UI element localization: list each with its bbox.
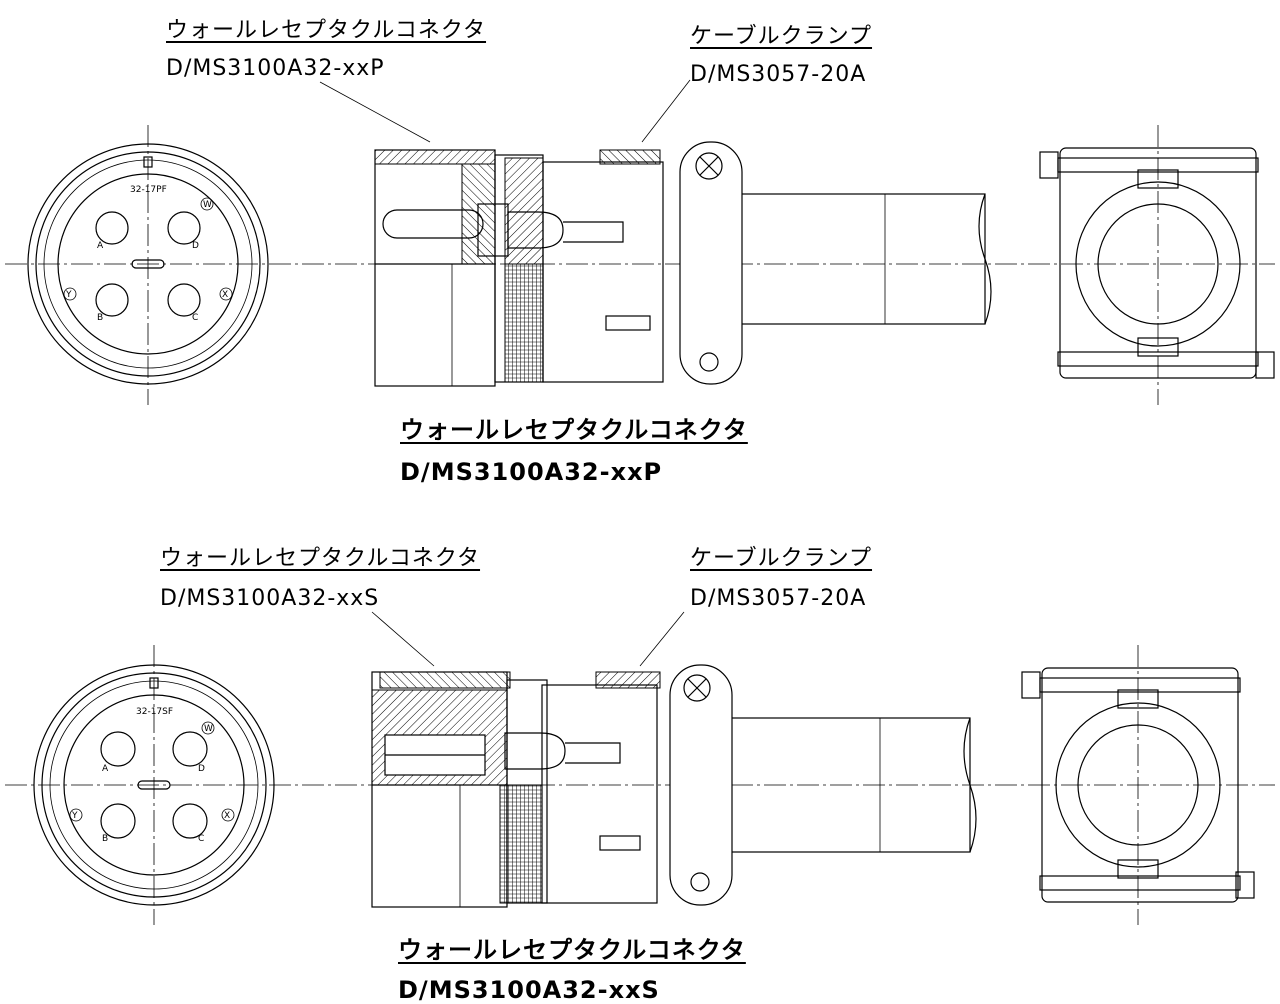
caption-part-2: D/MS3100A32-xxS xyxy=(398,976,660,1004)
pin-label-c-1: C xyxy=(192,313,198,323)
clamp-callout-part-1: D/MS3057-20A xyxy=(690,62,867,87)
cable-1 xyxy=(739,193,986,325)
clamp-callout-part-2: D/MS3057-20A xyxy=(690,586,867,611)
receptacle-callout-title-2: ウォールレセプタクルコネクタ xyxy=(160,546,481,571)
caption-title-1: ウォールレセプタクルコネクタ xyxy=(400,416,748,444)
pin-label-a-1: A xyxy=(97,241,104,251)
receptacle-callout-part-1: D/MS3100A32-xxP xyxy=(166,56,385,81)
receptacle-leader-1 xyxy=(319,81,431,143)
clamp-leader-1 xyxy=(641,79,691,143)
pin-label-a-2: A xyxy=(102,764,109,774)
backshell-1 xyxy=(542,161,664,383)
receptacle-callout-part-2: D/MS3100A32-xxS xyxy=(160,586,380,611)
pin-label-b-1: B xyxy=(97,313,103,323)
key-label-y-2: Y xyxy=(71,811,78,821)
face-code-2: 32-17SF xyxy=(136,707,173,717)
pin-label-c-2: C xyxy=(198,834,204,844)
key-label-x-1: X xyxy=(222,290,228,300)
key-label-x-2: X xyxy=(224,811,230,821)
receptacle-leader-2 xyxy=(371,611,435,667)
clamp-screw-icon-2 xyxy=(683,674,711,702)
clamp-callout-title-1: ケーブルクランプ xyxy=(690,24,873,49)
clamp-screw-icon-1 xyxy=(695,152,723,180)
connector-side-view-2 xyxy=(371,611,977,908)
key-label-w-1: W xyxy=(203,200,212,210)
cable-clamp-1 xyxy=(679,141,743,385)
connector-face-1: 32-17PF A B C D W X Y xyxy=(27,143,269,385)
pin-label-b-2: B xyxy=(102,834,108,844)
coupling-nut-2 xyxy=(499,784,543,904)
assembly-2-drawing: 32-17SF A B C D W X Y xyxy=(5,611,1275,925)
connector-end-view-1 xyxy=(1039,147,1275,379)
connector-end-view-2 xyxy=(1021,667,1255,903)
key-label-y-1: Y xyxy=(65,290,72,300)
cable-clamp-2 xyxy=(669,664,733,906)
clamp-callout-title-2: ケーブルクランプ xyxy=(690,546,873,571)
caption-title-2: ウォールレセプタクルコネクタ xyxy=(398,936,746,964)
assembly-1-drawing: 32-17PF A B C D W X Y xyxy=(5,79,1275,405)
backshell-2 xyxy=(541,684,658,904)
clamp-leader-2 xyxy=(639,611,685,667)
receptacle-callout-title-1: ウォールレセプタクルコネクタ xyxy=(166,18,487,43)
pin-label-d-1: D xyxy=(192,241,199,251)
caption-part-1: D/MS3100A32-xxP xyxy=(400,458,663,486)
connector-face-2: 32-17SF A B C D W X Y xyxy=(33,664,275,906)
pin-label-d-2: D xyxy=(198,764,205,774)
coupling-nut-1 xyxy=(504,263,544,383)
connector-side-view-1 xyxy=(319,79,992,387)
face-code-1: 32-17PF xyxy=(130,185,167,195)
key-label-w-2: W xyxy=(204,724,213,734)
